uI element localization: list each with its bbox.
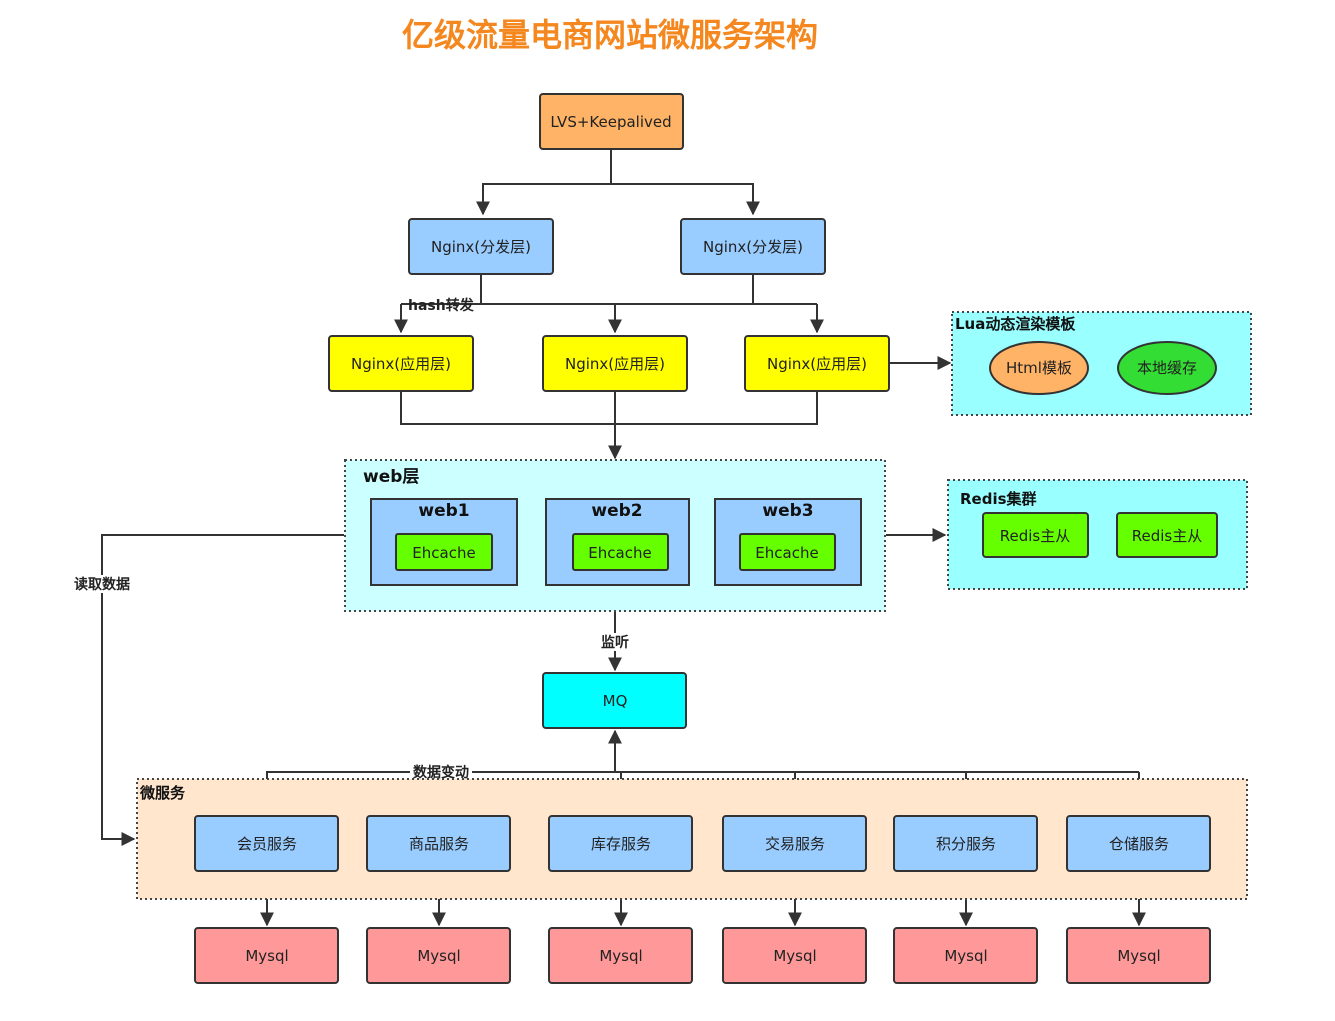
local-cache-label: 本地缓存	[1137, 359, 1197, 377]
nginx-app-label-1: Nginx(应用层)	[351, 355, 451, 373]
mysql-label-2: Mysql	[417, 947, 460, 965]
ehcache-1-label: Ehcache	[412, 544, 475, 562]
mysql-node-5	[893, 927, 1038, 984]
redis-group-title: Redis集群	[960, 490, 1037, 508]
mysql-row: Mysql Mysql Mysql Mysql Mysql Mysql	[194, 927, 1211, 984]
ehcache-1-node	[395, 533, 493, 571]
html-template-label: Html模板	[1006, 359, 1072, 377]
nginx-app-node-1: Nginx(应用层)	[328, 335, 474, 392]
lua-group-title: Lua动态渲染模板	[955, 315, 1076, 333]
mysql-label-5: Mysql	[944, 947, 987, 965]
service-node-product	[366, 815, 511, 872]
mq-label: MQ	[603, 692, 628, 710]
edge-web-to-services	[101, 534, 344, 846]
web-group: web层 web1 Ehcache web2 Ehcache web3 Ehca…	[344, 459, 886, 612]
local-cache-node	[1117, 341, 1217, 395]
mysql-node-1	[194, 927, 339, 984]
redis-group: Redis集群 Redis主从 Redis主从	[947, 479, 1248, 590]
service-node-warehouse	[1066, 815, 1211, 872]
mysql-node-3	[548, 927, 693, 984]
service-label-trade: 交易服务	[765, 835, 825, 853]
mysql-node-2	[366, 927, 511, 984]
ehcache-3-node	[739, 533, 836, 571]
edge-label-listen: 监听	[601, 634, 629, 651]
nginx-dispatch-node-2: Nginx(分发层)	[680, 218, 826, 275]
mysql-label-1: Mysql	[245, 947, 288, 965]
html-template-node	[989, 341, 1089, 395]
mysql-label-3: Mysql	[599, 947, 642, 965]
mysql-node-4	[722, 927, 867, 984]
service-label-warehouse: 仓储服务	[1109, 835, 1169, 853]
web-server-1: web1 Ehcache	[370, 498, 518, 586]
lvs-label: LVS+Keepalived	[550, 113, 671, 131]
redis-node-1	[982, 512, 1089, 558]
nginx-dispatch-label-2: Nginx(分发层)	[703, 238, 803, 256]
redis-label-2: Redis主从	[1132, 527, 1202, 545]
service-node-trade	[722, 815, 867, 872]
edge-lvs-to-dispatch-2	[611, 183, 760, 216]
web-server-2: web2 Ehcache	[545, 498, 690, 586]
edge-label-read: 读取数据	[74, 576, 130, 593]
edge-label-hash: hash转发	[408, 297, 475, 314]
redis-label-1: Redis主从	[1000, 527, 1070, 545]
nginx-app-node-3: Nginx(应用层)	[744, 335, 890, 392]
ehcache-2-label: Ehcache	[588, 544, 651, 562]
nginx-app-label-3: Nginx(应用层)	[767, 355, 867, 373]
diagram-title: 亿级流量电商网站微服务架构	[402, 16, 818, 54]
lua-group: Lua动态渲染模板 Html模板 本地缓存	[951, 311, 1252, 416]
mysql-node-6	[1066, 927, 1211, 984]
web-server-3: web3 Ehcache	[714, 498, 862, 586]
edge-app-bus	[400, 391, 818, 425]
service-node-inventory	[548, 815, 693, 872]
edge-lvs-to-dispatch-1	[476, 149, 612, 216]
nginx-app-label-2: Nginx(应用层)	[565, 355, 665, 373]
web-server-2-name: web2	[591, 501, 642, 521]
nginx-app-node-2: Nginx(应用层)	[542, 335, 688, 392]
ehcache-3-label: Ehcache	[755, 544, 818, 562]
service-label-inventory: 库存服务	[591, 835, 651, 853]
web-server-1-name: web1	[418, 501, 469, 521]
mysql-label-4: Mysql	[773, 947, 816, 965]
lvs-node: LVS+Keepalived	[539, 93, 684, 150]
ehcache-2-node	[572, 533, 669, 571]
microservice-group-title: 微服务	[139, 784, 186, 802]
service-label-member: 会员服务	[237, 835, 297, 853]
nginx-dispatch-node-1: Nginx(分发层)	[408, 218, 554, 275]
service-node-points	[893, 815, 1038, 872]
service-label-points: 积分服务	[936, 835, 996, 853]
web-server-3-name: web3	[762, 501, 813, 521]
edge-label-change: 数据变动	[413, 764, 469, 781]
mysql-label-6: Mysql	[1117, 947, 1160, 965]
redis-node-2	[1116, 512, 1218, 558]
service-node-member	[194, 815, 339, 872]
mq-node: MQ	[542, 672, 687, 729]
service-label-product: 商品服务	[409, 835, 469, 853]
web-group-title: web层	[363, 467, 419, 487]
microservice-group: 微服务 会员服务 商品服务 库存服务 交易服务 积分服务 仓储服务	[136, 778, 1248, 900]
nginx-dispatch-label-1: Nginx(分发层)	[431, 238, 531, 256]
